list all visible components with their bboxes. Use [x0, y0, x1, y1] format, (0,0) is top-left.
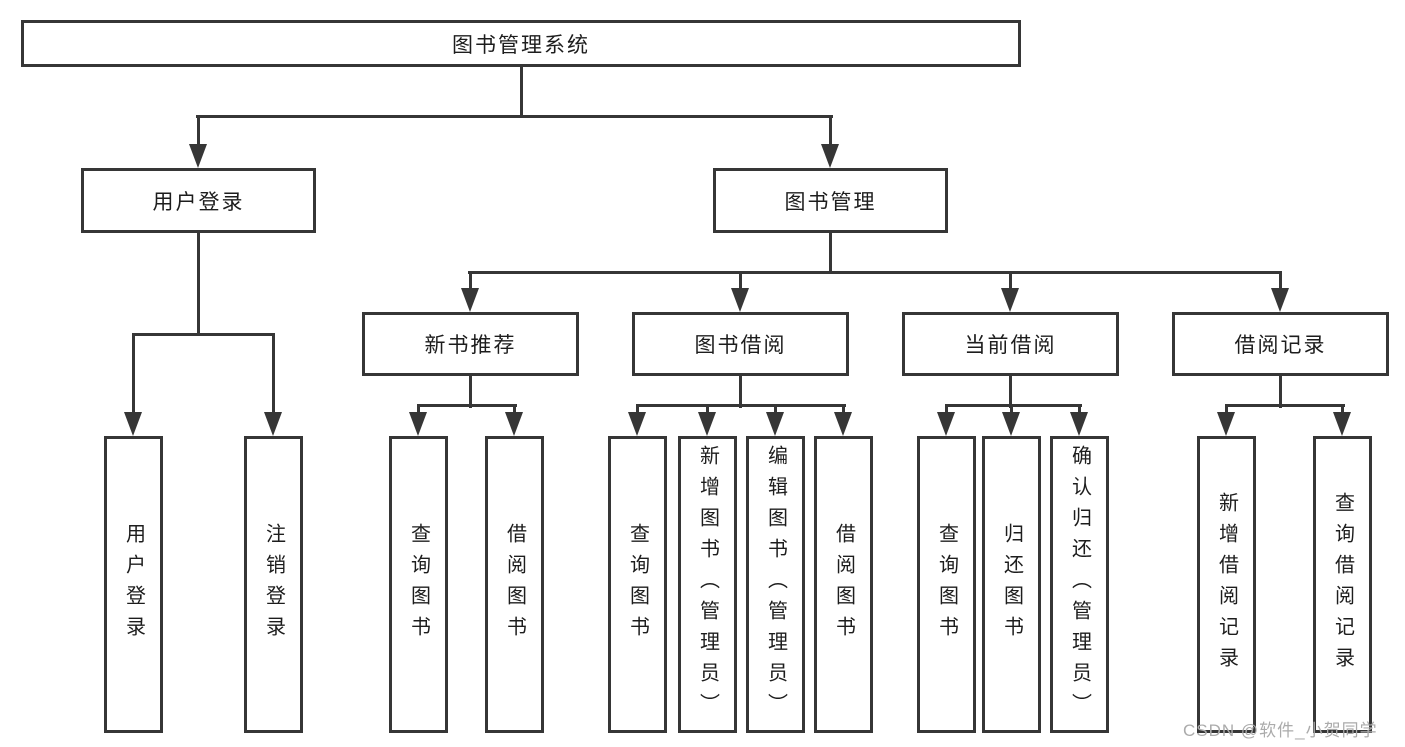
arrow-down-icon	[1001, 288, 1019, 312]
leaf-query-books-2: 查询图书	[608, 436, 667, 733]
connector-line	[739, 376, 742, 408]
arrow-down-icon	[766, 412, 784, 436]
csdn-watermark: CSDN @软件_小贺同学	[1183, 721, 1378, 740]
connector-line	[469, 273, 472, 291]
leaf-add-books-admin: 新增图书（管理员）	[678, 436, 737, 733]
connector-line	[417, 406, 420, 414]
connector-line	[197, 117, 200, 146]
node-new-book-recommendation: 新书推荐	[362, 312, 579, 376]
leaf-label: 查询图书	[407, 522, 430, 647]
arrow-down-icon	[698, 412, 716, 436]
node-label: 图书借阅	[694, 334, 787, 357]
arrow-down-icon	[1333, 412, 1351, 436]
leaf-borrow-books-2: 借阅图书	[814, 436, 873, 733]
node-book-management: 图书管理	[713, 168, 948, 233]
connector-line	[774, 406, 777, 414]
arrow-down-icon	[409, 412, 427, 436]
arrow-down-icon	[124, 412, 142, 436]
connector-line	[636, 404, 846, 407]
node-current-borrowing: 当前借阅	[902, 312, 1119, 376]
leaf-label: 注销登录	[262, 522, 285, 647]
leaf-label: 新增图书（管理员）	[696, 445, 719, 724]
leaf-borrow-books-1: 借阅图书	[485, 436, 544, 733]
leaf-return-books: 归还图书	[982, 436, 1041, 733]
arrow-down-icon	[834, 412, 852, 436]
leaf-confirm-return-admin: 确认归还（管理员）	[1050, 436, 1109, 733]
leaf-label: 确认归还（管理员）	[1068, 445, 1091, 724]
arrow-down-icon	[1002, 412, 1020, 436]
connector-line	[636, 406, 639, 414]
arrow-down-icon	[937, 412, 955, 436]
node-label: 图书管理系统	[452, 33, 590, 57]
arrow-down-icon	[731, 288, 749, 312]
node-user-login: 用户登录	[81, 168, 316, 233]
connector-line	[1279, 376, 1282, 408]
node-label: 借阅记录	[1234, 334, 1327, 357]
connector-line	[197, 233, 200, 336]
connector-line	[1078, 406, 1081, 414]
connector-line	[469, 376, 472, 408]
leaf-label: 新增借阅记录	[1215, 491, 1238, 678]
connector-line	[468, 271, 1282, 274]
connector-line	[739, 273, 742, 291]
leaf-label: 编辑图书（管理员）	[764, 445, 787, 724]
leaf-label: 用户登录	[122, 522, 145, 647]
connector-line	[272, 335, 275, 413]
connector-line	[1009, 376, 1012, 408]
connector-line	[417, 404, 517, 407]
arrow-down-icon	[461, 288, 479, 312]
connector-line	[945, 404, 1082, 407]
connector-line	[1341, 406, 1344, 414]
leaf-user-login: 用户登录	[104, 436, 163, 733]
arrow-down-icon	[1070, 412, 1088, 436]
node-label: 用户登录	[152, 190, 245, 214]
leaf-label: 借阅图书	[832, 522, 855, 647]
arrow-down-icon	[505, 412, 523, 436]
leaf-query-books-3: 查询图书	[917, 436, 976, 733]
connector-line	[842, 406, 845, 414]
connector-line	[829, 117, 832, 146]
arrow-down-icon	[821, 144, 839, 168]
leaf-query-books-1: 查询图书	[389, 436, 448, 733]
leaf-edit-books-admin: 编辑图书（管理员）	[746, 436, 805, 733]
leaf-label: 查询借阅记录	[1331, 491, 1354, 678]
arrow-down-icon	[628, 412, 646, 436]
connector-line	[132, 333, 275, 336]
connector-line	[1225, 406, 1228, 414]
leaf-add-borrow-record: 新增借阅记录	[1197, 436, 1256, 733]
connector-line	[520, 67, 523, 118]
node-label: 图书管理	[784, 190, 877, 214]
connector-line	[132, 335, 135, 413]
node-label: 当前借阅	[964, 334, 1057, 357]
leaf-query-borrow-record: 查询借阅记录	[1313, 436, 1372, 733]
leaf-label: 查询图书	[626, 522, 649, 647]
connector-line	[1009, 273, 1012, 291]
connector-line	[1279, 273, 1282, 291]
arrow-down-icon	[1271, 288, 1289, 312]
connector-line	[1010, 406, 1013, 414]
connector-line	[1225, 404, 1345, 407]
arrow-down-icon	[1217, 412, 1235, 436]
leaf-logout: 注销登录	[244, 436, 303, 733]
connector-line	[945, 406, 948, 414]
node-label: 新书推荐	[424, 334, 517, 357]
node-borrowing-records: 借阅记录	[1172, 312, 1389, 376]
connector-line	[513, 406, 516, 414]
node-book-borrowing: 图书借阅	[632, 312, 849, 376]
leaf-label: 归还图书	[1000, 522, 1023, 647]
node-library-management-system: 图书管理系统	[21, 20, 1021, 67]
arrow-down-icon	[264, 412, 282, 436]
connector-line	[706, 406, 709, 414]
connector-line	[829, 233, 832, 274]
connector-line	[196, 115, 833, 118]
leaf-label: 借阅图书	[503, 522, 526, 647]
arrow-down-icon	[189, 144, 207, 168]
leaf-label: 查询图书	[935, 522, 958, 647]
